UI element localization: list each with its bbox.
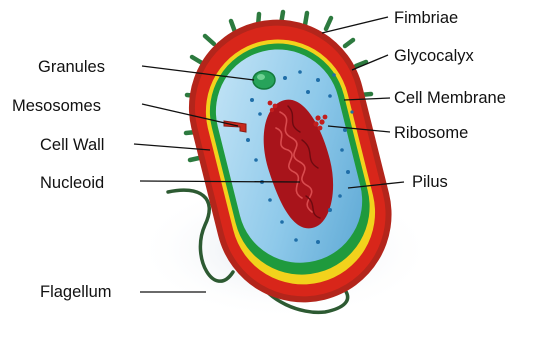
flagellum-label: Flagellum [40, 283, 112, 301]
nucleoid-label: Nucleoid [40, 174, 104, 192]
fimbriae-label: Fimbriae [394, 9, 458, 27]
granule [253, 71, 275, 89]
granule-highlight [257, 74, 265, 80]
glycocalyx-label: Glycocalyx [394, 47, 474, 65]
mesosomes-label: Mesosomes [12, 97, 101, 115]
glycocalyx-pointer [352, 55, 388, 70]
cell-membrane-label: Cell Membrane [394, 89, 506, 107]
cell-wall-label: Cell Wall [40, 136, 104, 154]
pilus-label: Pilus [412, 173, 448, 191]
granules-label: Granules [38, 58, 105, 76]
ribosome-label: Ribosome [394, 124, 468, 142]
